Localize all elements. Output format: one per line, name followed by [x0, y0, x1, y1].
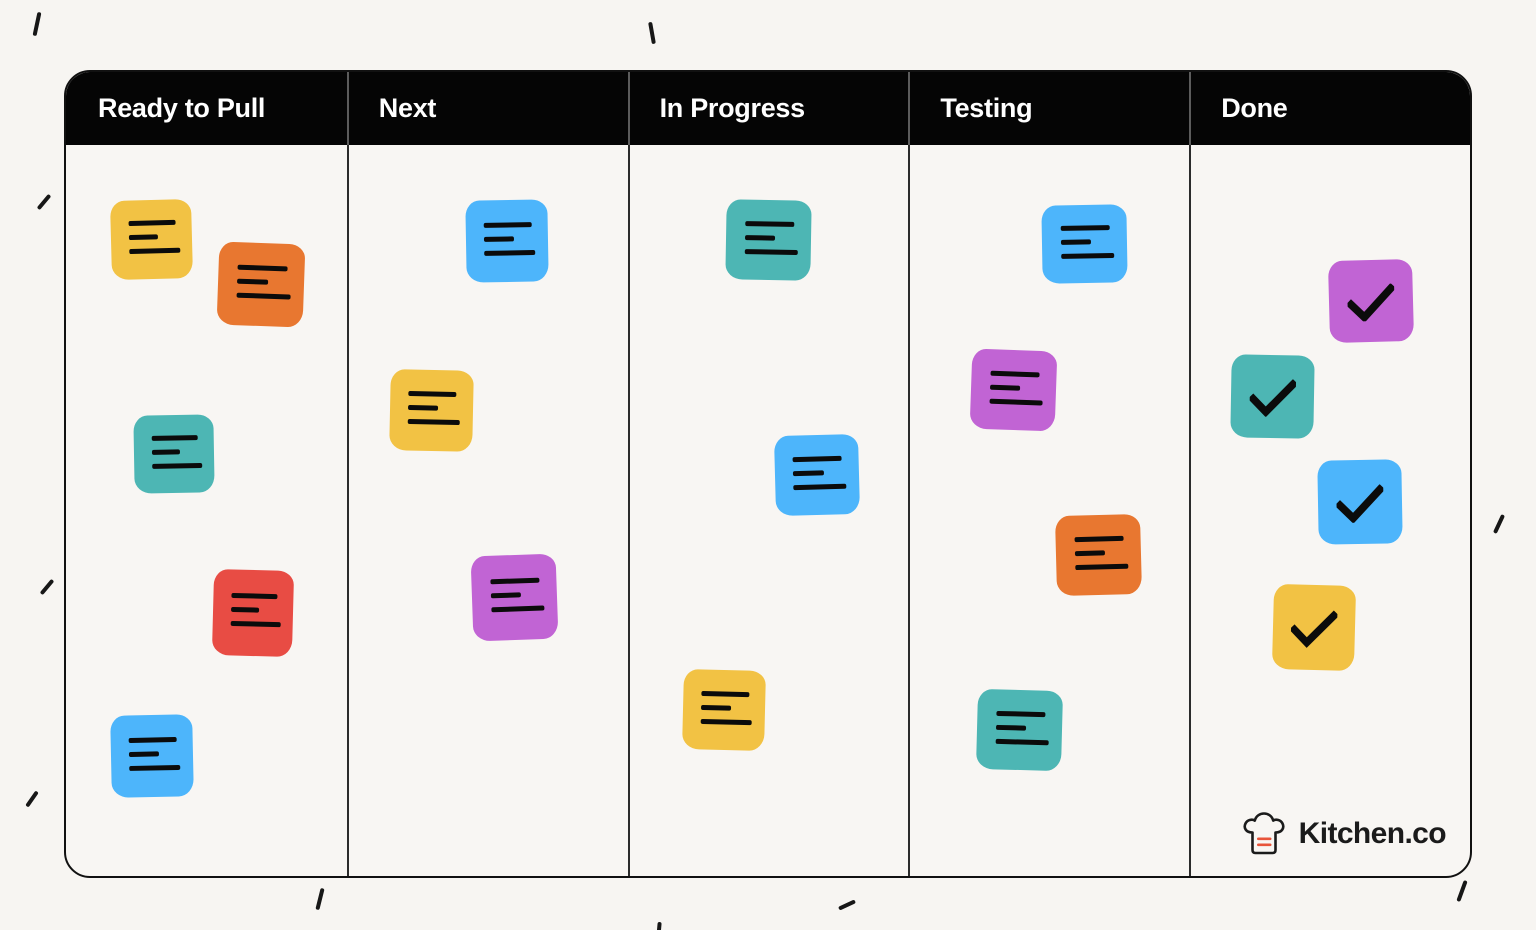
column-header-next[interactable]: Next — [346, 72, 628, 145]
decorative-tick-mark — [315, 887, 325, 911]
checkmark-icon — [1249, 379, 1297, 418]
sticky-note[interactable] — [970, 348, 1058, 432]
decorative-tick-mark — [656, 921, 662, 930]
note-text-lines-icon — [744, 220, 798, 255]
note-text-lines-icon — [989, 370, 1043, 406]
sticky-note[interactable] — [681, 669, 766, 751]
note-text-lines-icon — [128, 736, 181, 771]
note-text-lines-icon — [151, 434, 202, 469]
note-text-lines-icon — [995, 710, 1050, 745]
column-body-in-progress — [627, 145, 909, 876]
checkmark-icon — [1336, 483, 1385, 524]
sticky-note[interactable] — [724, 199, 812, 281]
sticky-note[interactable] — [773, 433, 860, 517]
column-title: Ready to Pull — [98, 93, 266, 123]
decorative-tick-mark — [837, 899, 857, 911]
decorative-tick-mark — [1456, 879, 1468, 903]
sticky-note[interactable] — [1041, 204, 1129, 284]
sticky-note[interactable] — [133, 414, 215, 494]
note-text-lines-icon — [1060, 224, 1115, 259]
sticky-note[interactable] — [216, 241, 306, 328]
sticky-note[interactable] — [976, 688, 1064, 772]
decorative-tick-mark — [25, 790, 39, 808]
sticky-note[interactable] — [388, 369, 474, 452]
sticky-note[interactable] — [470, 553, 559, 642]
kanban-column-header-row: Ready to Pull Next In Progress Testing Done — [66, 72, 1470, 145]
sticky-note[interactable] — [110, 714, 194, 798]
column-title: In Progress — [659, 93, 806, 123]
note-text-lines-icon — [128, 219, 180, 255]
column-title: Done — [1221, 93, 1288, 123]
decorative-tick-mark — [1492, 514, 1506, 534]
checkmark-icon — [1290, 609, 1338, 649]
note-text-lines-icon — [483, 221, 536, 256]
sticky-note[interactable] — [1055, 513, 1143, 597]
column-body-testing — [908, 145, 1189, 876]
note-text-lines-icon — [230, 593, 281, 628]
kitchen-co-logo: Kitchen.co — [1241, 812, 1447, 856]
sticky-note[interactable] — [1230, 354, 1315, 439]
checkmark-icon — [1347, 283, 1396, 323]
column-body-next — [346, 145, 628, 876]
column-title: Next — [378, 93, 437, 123]
note-text-lines-icon — [489, 577, 545, 613]
sticky-note[interactable] — [1328, 258, 1415, 344]
column-body-ready-to-pull — [66, 145, 347, 876]
sticky-note[interactable] — [1317, 459, 1403, 545]
column-header-ready-to-pull[interactable]: Ready to Pull — [66, 72, 347, 145]
column-body-done — [1189, 145, 1470, 876]
column-header-in-progress[interactable]: In Progress — [627, 72, 909, 145]
column-header-testing[interactable]: Testing — [908, 72, 1189, 145]
note-text-lines-icon — [1074, 535, 1129, 570]
sticky-note[interactable] — [211, 568, 295, 658]
note-text-lines-icon — [792, 455, 847, 490]
decorative-tick-mark — [32, 11, 42, 37]
sticky-note[interactable] — [1272, 583, 1357, 672]
kanban-column-body-row — [66, 145, 1470, 876]
note-text-lines-icon — [407, 391, 460, 426]
decorative-tick-mark — [648, 21, 656, 45]
decorative-tick-mark — [36, 193, 52, 211]
sticky-note[interactable] — [465, 199, 549, 283]
note-text-lines-icon — [700, 690, 752, 725]
decorative-tick-mark — [39, 578, 55, 596]
note-text-lines-icon — [236, 264, 291, 300]
chef-hat-icon — [1241, 812, 1287, 856]
column-title: Testing — [940, 93, 1033, 123]
logo-wordmark: Kitchen.co — [1298, 817, 1447, 850]
sticky-note[interactable] — [109, 198, 194, 281]
column-header-done[interactable]: Done — [1189, 72, 1470, 145]
